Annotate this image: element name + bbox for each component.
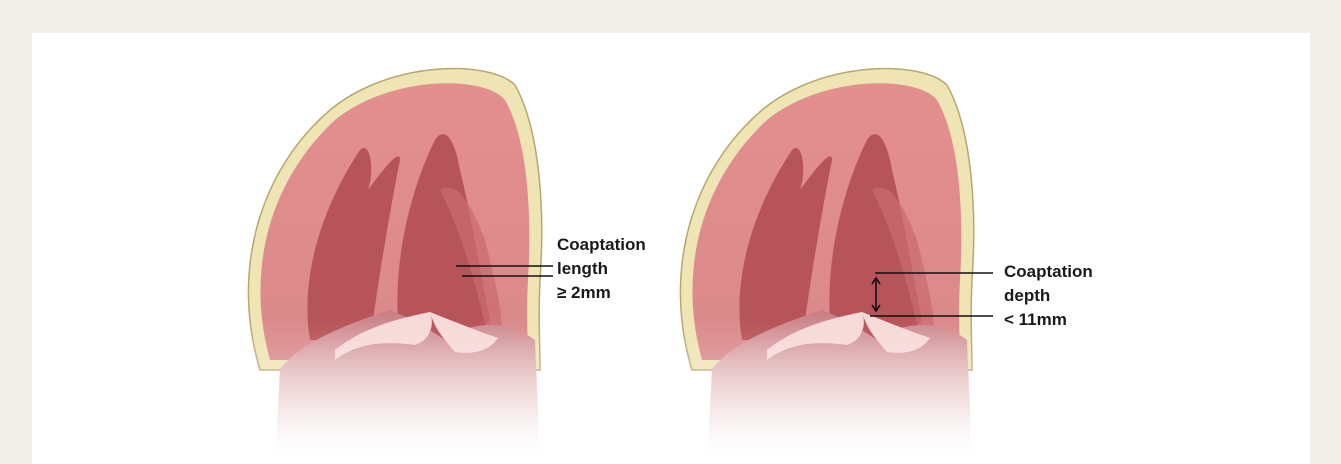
right-heart-illustration	[672, 69, 992, 464]
right-label-line-2: depth	[1004, 285, 1050, 307]
left-label-line-1: Coaptation	[557, 234, 646, 256]
left-label-line-3: ≥ 2mm	[557, 282, 611, 304]
right-label-line-1: Coaptation	[1004, 261, 1093, 283]
left-label-line-2: length	[557, 258, 608, 280]
right-label-line-3: < 11mm	[1004, 309, 1067, 331]
